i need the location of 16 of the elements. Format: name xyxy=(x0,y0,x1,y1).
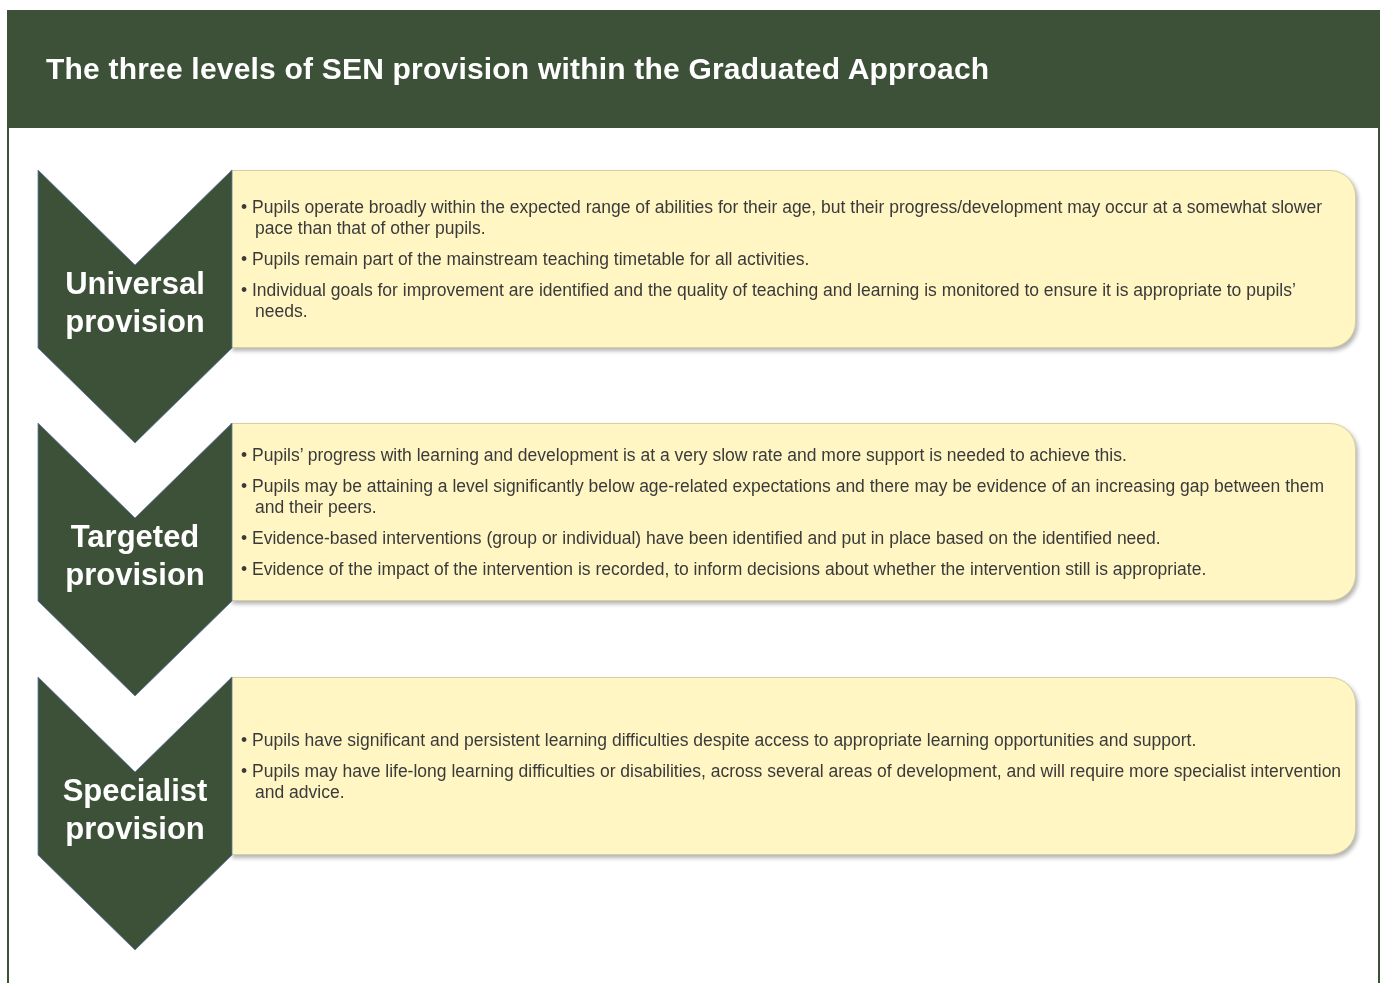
bullet-text: • Pupils may have life-long learning difficulties or disabilities, across several areas of development, and will require more specialist intervention and advice. xyxy=(241,760,1343,803)
description-panel xyxy=(230,423,1356,601)
title: The three levels of SEN provision within the Graduated Approach xyxy=(46,52,990,86)
level-label: Specialist provision xyxy=(61,772,209,848)
bullet-text: • Evidence-based interventions (group or individual) have been identified and put in place based on the identified need. xyxy=(241,527,1162,549)
bullet-text: • Evidence of the impact of the intervention is recorded, to inform decisions about whether the intervention still is appropriate. xyxy=(241,558,1208,580)
bullet-text: • Pupils have significant and persistent learning difficulties despite access to appropriate learning opportunities and support. xyxy=(241,729,1198,751)
description-panel xyxy=(230,170,1356,348)
bullet-text: • Pupils may be attaining a level significantly below age-related expectations and there may be evidence of an increasing gap between them and their peers. xyxy=(241,475,1326,518)
level-label: Targeted provision xyxy=(64,518,206,594)
bullet-text: • Pupils operate broadly within the expected range of abilities for their age, but their progress/development may occur at a somewhat slower pace than that of other pupils. xyxy=(241,196,1323,239)
description-panel xyxy=(230,677,1356,855)
level-label: Universal provision xyxy=(64,265,206,341)
bullet-text: • Individual goals for improvement are identified and the quality of teaching and learning is monitored to ensure it is appropriate to pupils’ needs. xyxy=(241,279,1297,322)
bullet-text: • Pupils remain part of the mainstream teaching timetable for all activities. xyxy=(241,248,811,270)
bullet-text: • Pupils’ progress with learning and development is at a very slow rate and more support is needed to achieve this. xyxy=(241,444,1128,466)
